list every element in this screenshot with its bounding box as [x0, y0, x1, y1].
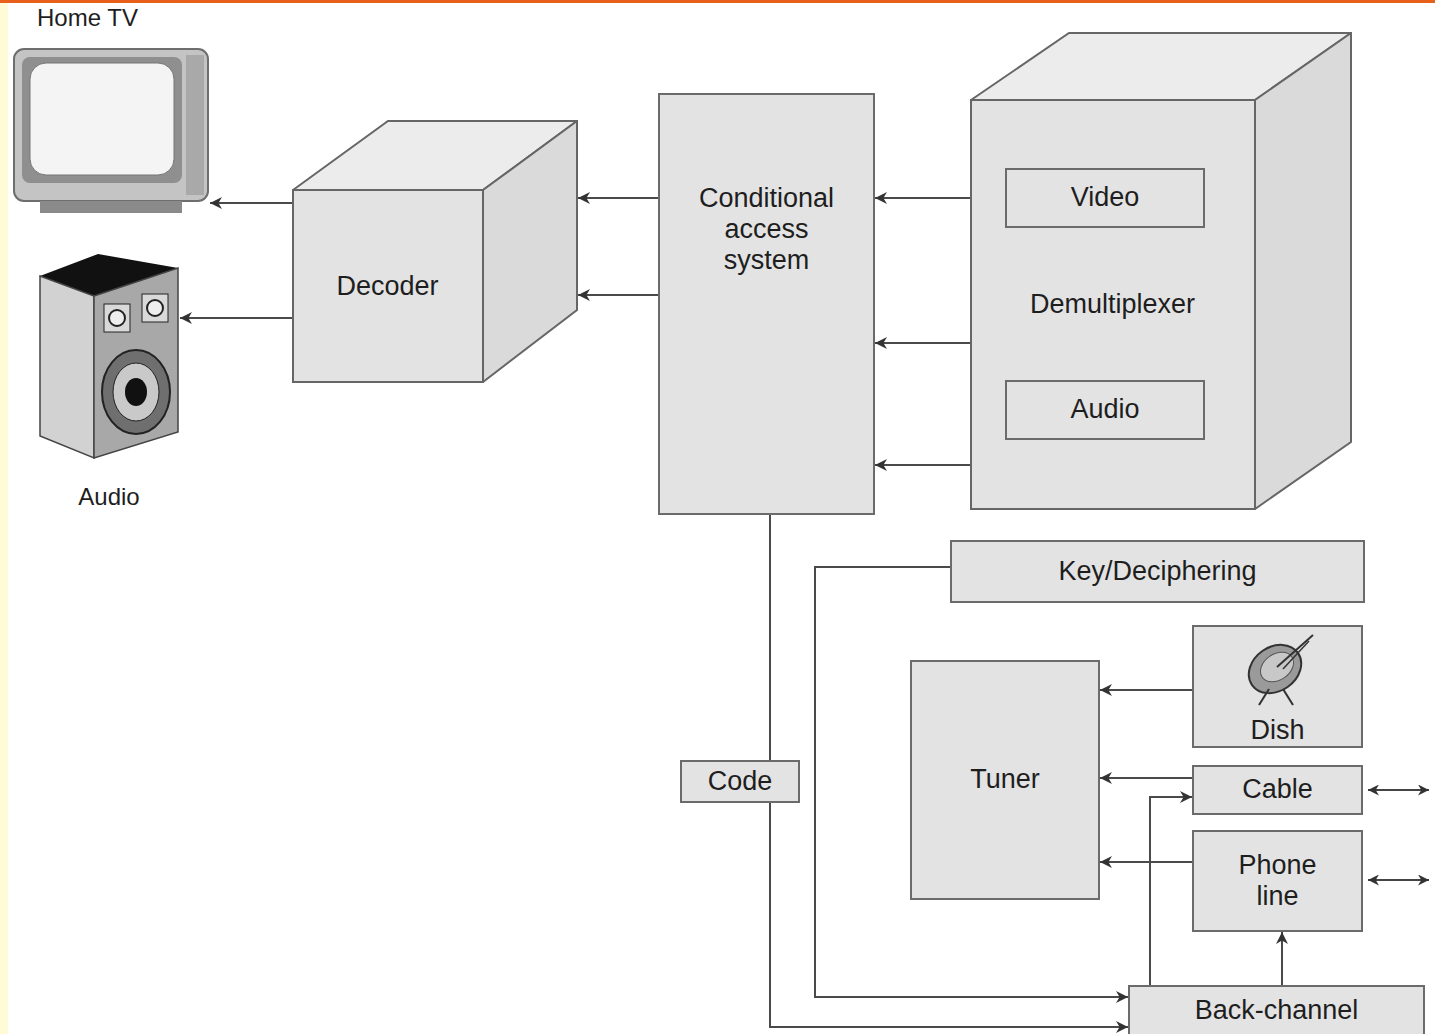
- box-label: Dish: [1250, 715, 1304, 746]
- box-label: Back-channel: [1195, 995, 1359, 1026]
- connector-arrow: [875, 342, 970, 344]
- phone-external-link: [1368, 879, 1429, 881]
- speaker-icon: [125, 378, 147, 406]
- connector-arrow: [769, 515, 771, 760]
- demultiplexer-box: Demultiplexer VideoAudio: [970, 32, 1352, 510]
- decoder-cube: [292, 120, 578, 383]
- device-label: Audio: [78, 483, 139, 511]
- process-box: Key/Deciphering: [950, 540, 1365, 603]
- speaker-icon: [94, 268, 178, 458]
- connector-arrow: [1150, 797, 1192, 985]
- cable-external-link: [1368, 789, 1429, 791]
- box-label: Cable: [1242, 774, 1313, 805]
- speaker-icon: [109, 310, 125, 326]
- box-label: Phone line: [1223, 850, 1333, 912]
- speaker-icon: [38, 250, 180, 462]
- tv-icon: [40, 201, 182, 213]
- connector-arrow: [578, 197, 658, 199]
- process-box: Conditional access system: [658, 93, 875, 515]
- tv-node: Home TV: [10, 0, 210, 215]
- process-box: Back-channel: [1128, 985, 1425, 1034]
- speaker-node: Audio: [38, 250, 180, 515]
- speaker-icon: [147, 300, 163, 316]
- box-label: Key/Deciphering: [1058, 556, 1256, 587]
- connector-arrow: [210, 202, 292, 204]
- code-box: Code: [680, 760, 800, 803]
- input-box: Phone line: [1192, 830, 1363, 932]
- speaker-icon: [142, 294, 168, 322]
- device-label: Home TV: [37, 4, 138, 32]
- demultiplexer-cube: [971, 100, 1255, 509]
- tv-icon: [22, 57, 182, 183]
- dish-icon: [1259, 689, 1269, 705]
- box-label: Video: [1071, 182, 1140, 213]
- dish-icon: [1283, 689, 1293, 705]
- tv-icon: [30, 63, 174, 175]
- dish-icon: [1277, 635, 1313, 667]
- demultiplexer-cube: [1255, 33, 1351, 509]
- decoder-cube: [293, 190, 483, 382]
- connector-arrow: [875, 197, 970, 199]
- box-label: Decoder: [336, 271, 438, 302]
- dish-icon: [1239, 629, 1324, 709]
- connector-arrow: [1281, 932, 1283, 985]
- connector-arrow: [180, 317, 292, 319]
- tv-icon: [10, 45, 210, 215]
- speaker-icon: [40, 276, 94, 458]
- connector-arrow: [1100, 689, 1192, 691]
- tv-icon: [14, 49, 208, 201]
- side-strip: [0, 3, 8, 1034]
- top-rule: [0, 0, 1435, 3]
- connector-arrow: [875, 464, 970, 466]
- speaker-icon: [113, 363, 159, 421]
- stream-box: Video: [1005, 168, 1205, 228]
- dish-icon: [1239, 635, 1310, 703]
- box-label: Conditional access system: [682, 183, 852, 276]
- connector-arrow: [815, 567, 1128, 997]
- stream-box: Audio: [1005, 380, 1205, 440]
- input-box: Cable: [1192, 765, 1363, 815]
- box-label: Tuner: [970, 764, 1040, 795]
- dish-icon: [1283, 641, 1309, 669]
- connector-arrow: [1100, 861, 1192, 863]
- connector-arrow: [578, 294, 658, 296]
- tv-icon: [186, 55, 204, 195]
- box-label: Demultiplexer: [1030, 289, 1195, 320]
- speaker-icon: [104, 304, 130, 332]
- input-box: Dish: [1192, 625, 1363, 748]
- decoder-box: Decoder: [292, 120, 578, 383]
- box-label: Code: [708, 766, 773, 797]
- decoder-cube: [483, 121, 577, 382]
- connector-arrow: [1100, 777, 1192, 779]
- speaker-icon: [102, 350, 170, 434]
- tuner-box: Tuner: [910, 660, 1100, 900]
- box-label: Audio: [1070, 394, 1139, 425]
